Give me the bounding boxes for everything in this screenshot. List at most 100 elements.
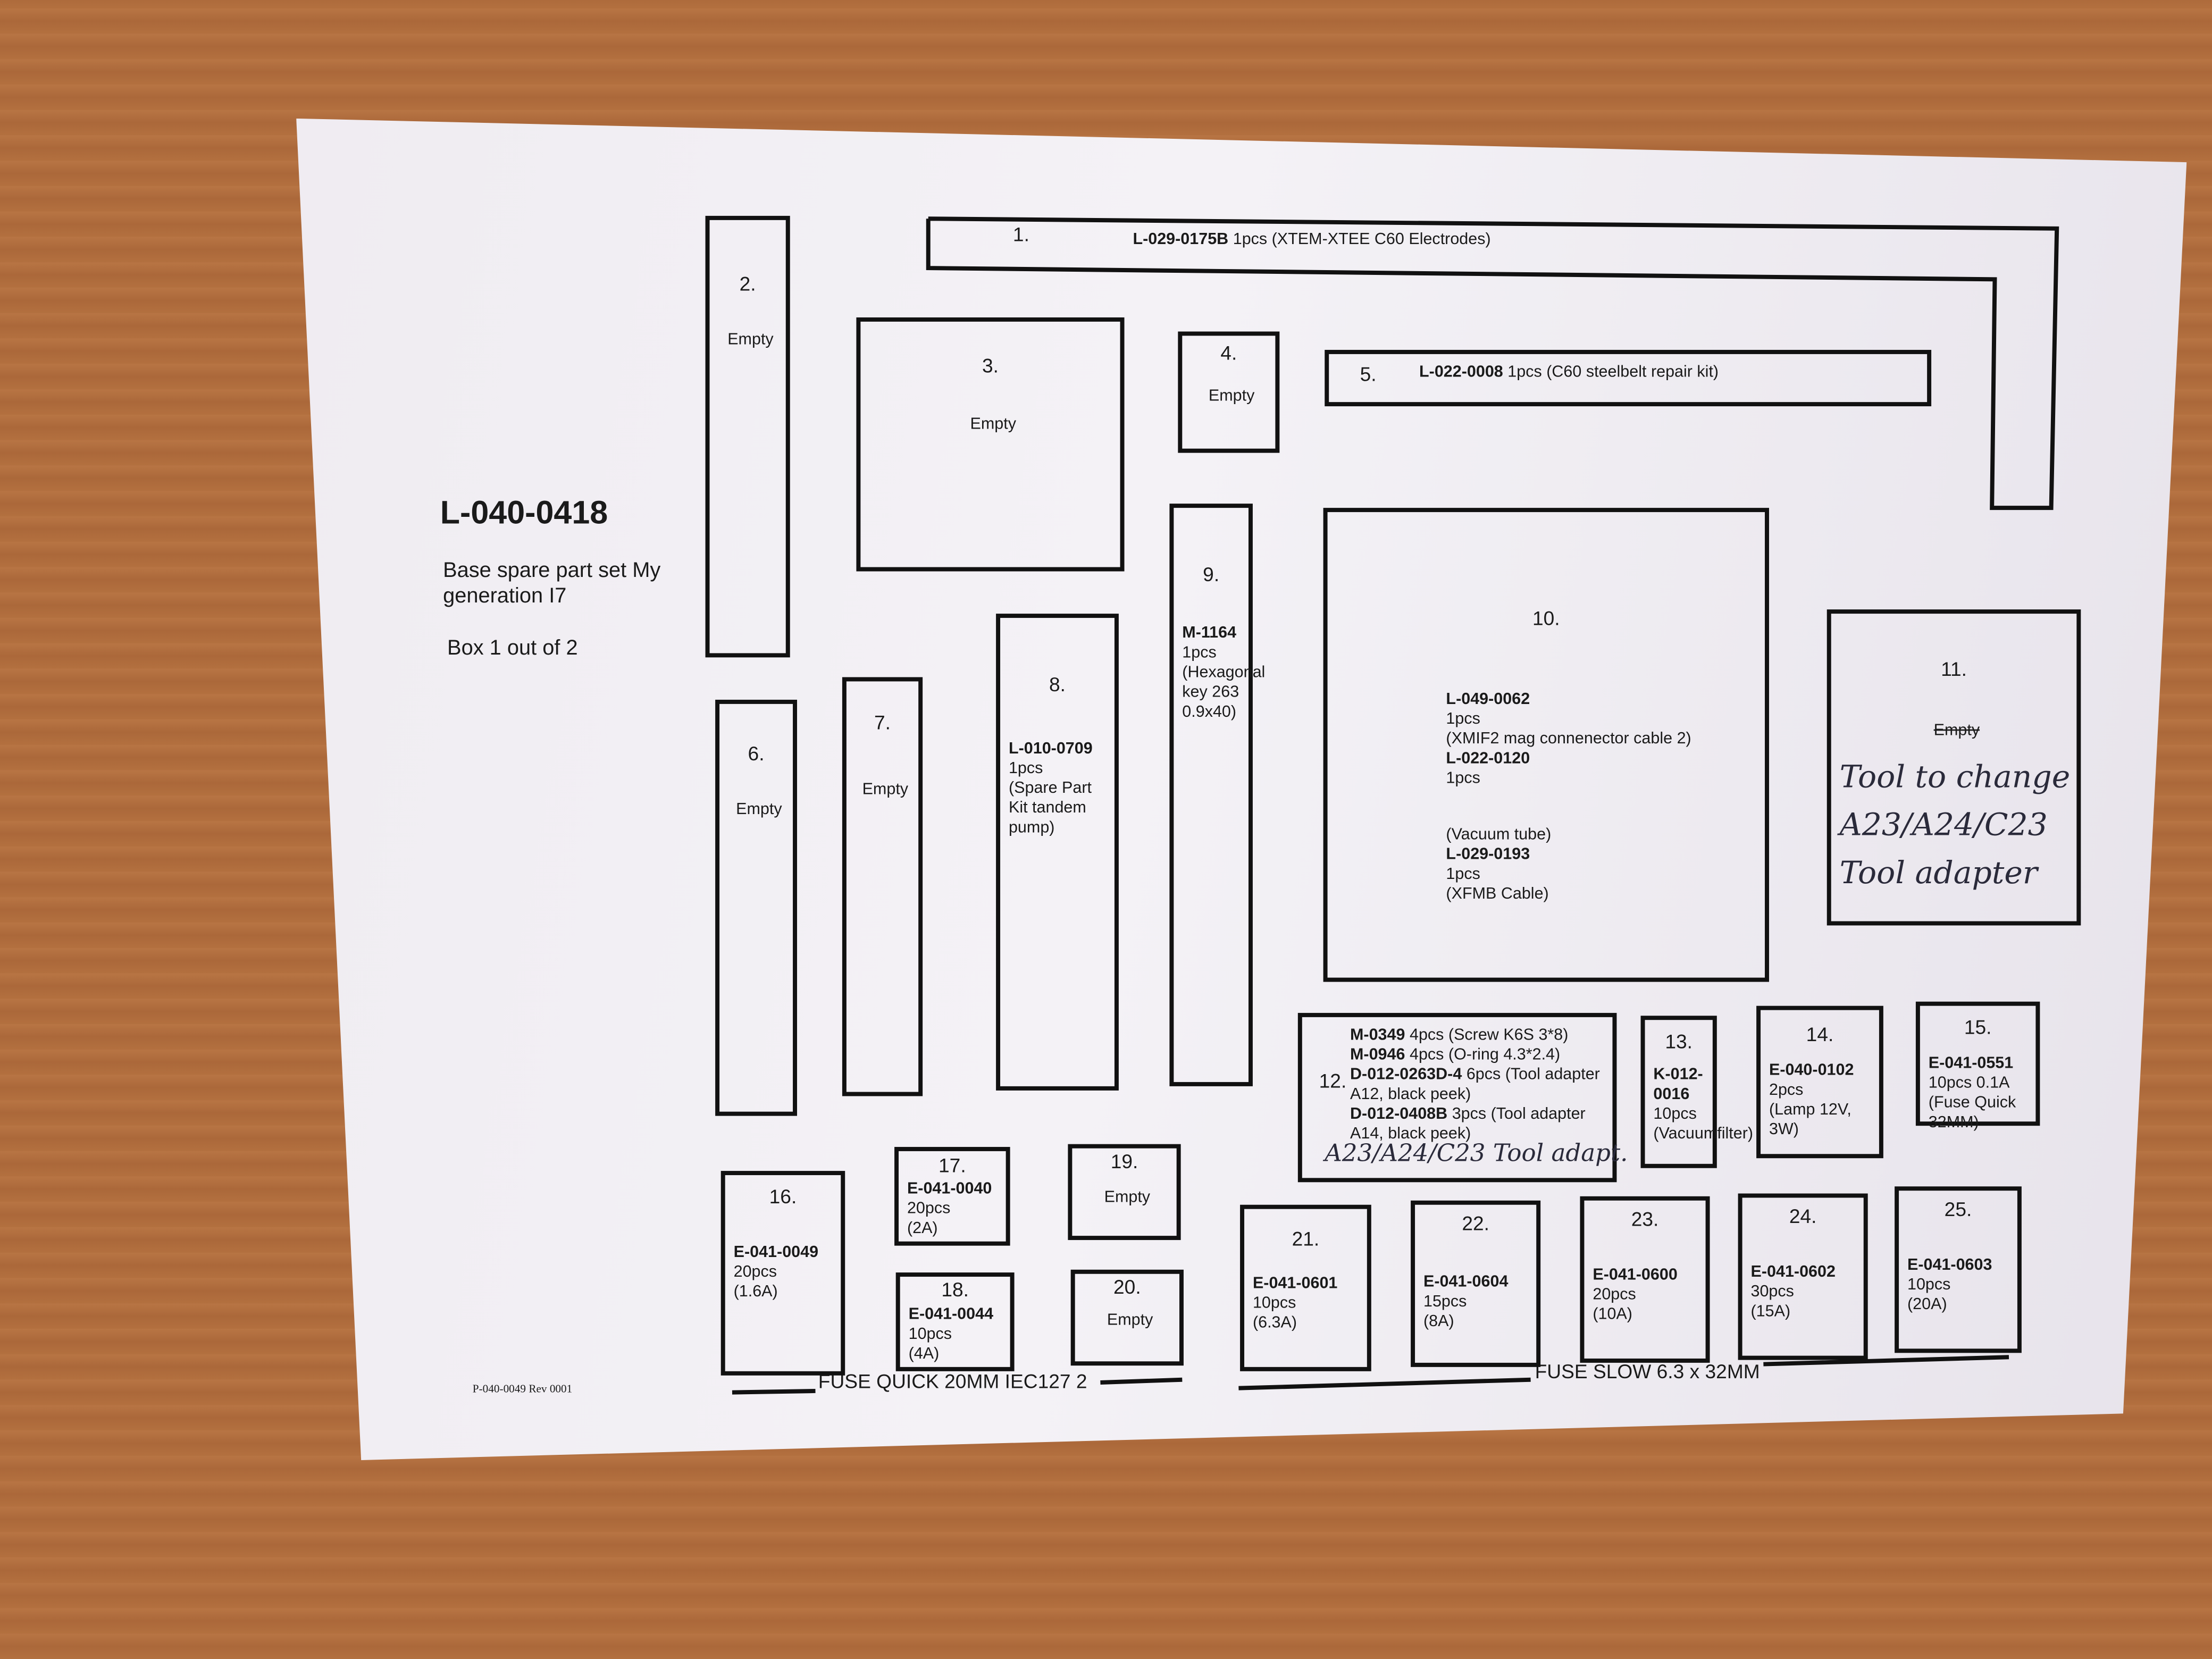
sheet-title: L-040-0418 (440, 493, 608, 531)
compartment-line: (Spare Part Kit tandem pump) (1009, 779, 1112, 838)
compartment-2: 2. Empty (705, 215, 790, 658)
fuse-slow-rule (1238, 1377, 1531, 1390)
compartment-line: Empty (1840, 721, 2074, 741)
compartment-number: 4. (1220, 341, 1237, 364)
fuse-slow-label: FUSE SLOW 6.3 x 32MM (1535, 1360, 1760, 1383)
part-detail: (Fuse Quick 32MM) (1928, 1094, 2016, 1132)
part-code: D-012-0263D-4 (1350, 1066, 1462, 1084)
part-detail: 2pcs (1769, 1082, 1804, 1099)
part-code: L-029-0175B (1133, 231, 1229, 248)
part-detail: (XMIF2 mag connenector cable 2) (1446, 731, 1691, 748)
part-detail: Empty (862, 781, 909, 799)
compartment-line: Empty (855, 780, 916, 800)
part-code: E-041-0602 (1750, 1264, 1836, 1281)
part-detail: 1pcs (C60 steelbelt repair kit) (1507, 364, 1719, 381)
compartment-number: 12. (1319, 1069, 1347, 1092)
compartment-line: (Lamp 12V, 3W) (1769, 1100, 1876, 1139)
part-code: L-029-0193 (1446, 846, 1530, 864)
part-detail: 10pcs (1653, 1106, 1697, 1123)
part-detail: 1pcs (1446, 711, 1480, 728)
compartment-15: 15.E-041-0551 10pcs 0.1A(Fuse Quick 32MM… (1915, 1001, 2040, 1132)
part-detail: (Hexagonal key 263 0.9x40) (1182, 664, 1266, 721)
compartment-line: (Hexagonal key 263 0.9x40) (1182, 663, 1265, 722)
sheet-description: Base spare part set My generation I7 (443, 558, 661, 608)
compartment-number: 22. (1462, 1212, 1489, 1235)
part-code: M-1164 (1182, 625, 1237, 642)
compartment-line: (Fuse Quick 32MM) (1929, 1093, 2033, 1133)
compartment-number: 2. (739, 272, 756, 295)
part-code: M-0946 (1350, 1046, 1405, 1064)
part-code: E-040-0102 (1769, 1062, 1854, 1079)
compartment-line: Empty (869, 415, 1117, 434)
part-detail: (Lamp 12V, 3W) (1769, 1102, 1851, 1139)
part-code: K-012-0016 (1653, 1066, 1703, 1103)
footer-code: P-040-0049 Rev 0001 (472, 1382, 573, 1395)
handwritten-note: A23/A24/C23 Tool adapt. (1325, 1139, 1628, 1168)
part-detail: 3pcs (Tool adapter A14, black peek) (1350, 1106, 1586, 1143)
compartment-20: 20. Empty (1070, 1269, 1184, 1366)
compartment-19: 19.Empty (1068, 1144, 1181, 1241)
part-code: E-041-0049 (733, 1244, 819, 1261)
part-detail: Empty (736, 801, 782, 818)
compartment-number: 24. (1789, 1204, 1817, 1228)
compartment-line: (10A) (1593, 1305, 1703, 1325)
compartment-line: (Vacuumfilter) (1653, 1125, 1753, 1144)
part-detail: 4pcs (O-ring 4.3*2.4) (1409, 1046, 1561, 1064)
part-detail: 10pcs (1252, 1295, 1296, 1312)
compartment-line: (1.6A) (734, 1283, 838, 1302)
part-detail: Empty (1107, 1312, 1153, 1329)
compartment-number: 20. (1113, 1275, 1141, 1298)
compartment-line: (20A) (1907, 1295, 2015, 1315)
part-detail: (Vacuumfilter) (1653, 1126, 1754, 1143)
compartment-line: D-012-0408B 3pcs (Tool adapter A14, blac… (1350, 1104, 1610, 1144)
compartment-number: 9. (1203, 563, 1220, 586)
compartment-number: 11. (1941, 657, 1967, 680)
compartment-5: 5.L-022-0008 1pcs (C60 steelbelt repair … (1325, 349, 1932, 407)
part-detail: (15A) (1750, 1303, 1791, 1321)
box-label: Box 1 out of 2 (447, 636, 578, 660)
compartment-14: 14. E-040-0102 2pcs (Lamp 12V, 3W) (1756, 1006, 1883, 1159)
compartment-number: 7. (874, 711, 891, 734)
part-code: E-041-0044 (908, 1306, 994, 1323)
handwritten-note: Tool to change A23/A24/C23 Tool adapter (1839, 760, 2071, 892)
part-detail: 6pcs (Tool adapter A12, black peek) (1350, 1066, 1600, 1103)
part-code: L-049-0062 (1446, 691, 1530, 708)
compartment-line: (8A) (1423, 1312, 1534, 1331)
fuse-quick-label: FUSE QUICK 20MM IEC127 2 (818, 1370, 1087, 1393)
part-detail: (8A) (1423, 1313, 1454, 1330)
part-detail: Empty (727, 331, 774, 349)
part-code: E-041-0040 (907, 1180, 992, 1198)
compartment-6: 6.Empty (715, 699, 798, 1116)
part-detail: (20A) (1907, 1296, 1947, 1314)
part-detail: 15pcs (1423, 1293, 1467, 1311)
compartment-line: L-049-0062 1pcs (1446, 690, 1762, 729)
part-code: M-0349 (1350, 1027, 1405, 1044)
part-detail: 30pcs (1750, 1284, 1794, 1301)
compartment-line: (15A) (1750, 1302, 1861, 1322)
compartment-number: 14. (1806, 1023, 1834, 1045)
compartment-line: D-012-0263D-4 6pcs (Tool adapter A12, bl… (1350, 1065, 1610, 1104)
part-detail: 10pcs 0.1A (1928, 1075, 2010, 1092)
part-code: L-022-0120 (1446, 750, 1530, 768)
part-detail: Empty (1104, 1189, 1151, 1206)
compartment-1: 1.L-029-0175B 1pcs (XTEM-XTEE C60 Electr… (928, 219, 2057, 270)
compartment-line: K-012-0016 10pcs (1653, 1065, 1710, 1124)
compartment-number: 3. (982, 354, 999, 377)
compartment-line: (Vacuum tube) (1446, 825, 1762, 845)
part-detail: Empty (1208, 388, 1255, 405)
compartment-number: 1. (1012, 223, 1029, 246)
compartment-line: E-041-0602 30pcs (1750, 1263, 1861, 1302)
